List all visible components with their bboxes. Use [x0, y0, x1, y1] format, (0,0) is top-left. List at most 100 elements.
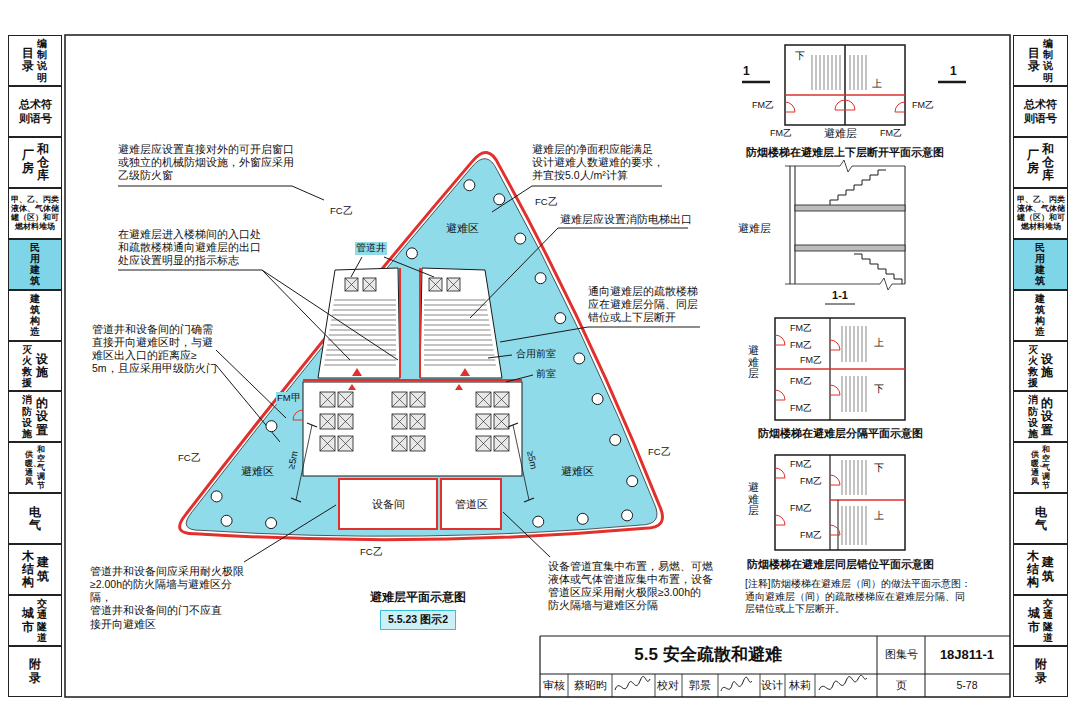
node-text: 目录: [1028, 47, 1040, 73]
fire-door: [775, 515, 785, 525]
column: [515, 233, 526, 244]
title-block-line: [682, 674, 683, 697]
node-text: 民用建筑: [1035, 242, 1045, 287]
chapter-tab: 消防设施的设置: [1013, 391, 1068, 442]
annotation: 避难层应设置直接对外的可开启窗口 或独立的机械防烟设施，外窗应采用 乙级防火窗: [118, 143, 296, 182]
chapter-tab: 甲、乙、丙类液体、气体储罐（区）和可燃材料堆场: [1013, 188, 1068, 239]
area-label: 避难层: [748, 345, 759, 380]
shaft-cross: [476, 436, 491, 451]
shaft-square: [392, 414, 407, 429]
door-label: FM乙: [912, 100, 934, 111]
node-text: 民用建筑: [30, 242, 40, 287]
room-box: 5.5.23 图示2: [380, 610, 456, 630]
door-label: FM乙: [790, 403, 812, 414]
chapter-tab: 灭火救援设施: [8, 341, 62, 392]
shaft-cross: [338, 414, 353, 429]
shaft-square: [494, 436, 509, 451]
stair-direction: 上: [872, 78, 882, 91]
leader-line: [351, 257, 362, 277]
shaft-cross: [363, 278, 376, 291]
fire-door: [835, 100, 845, 110]
chapter-tab: 电气: [1013, 493, 1068, 544]
chapter-tab: 民用建筑: [8, 239, 62, 290]
stair-tread: [812, 55, 813, 90]
node-text: 编制说明: [1043, 38, 1053, 83]
stair-plan: [775, 455, 905, 550]
title-block-line: [568, 674, 569, 697]
refuge-floor-plan: [180, 152, 663, 539]
stair-tread: [850, 55, 851, 90]
stair-tread: [832, 55, 833, 90]
wall: [844, 45, 846, 125]
stair-tread: [424, 345, 493, 346]
shaft-square: [410, 436, 425, 451]
node-text: 的设置: [36, 397, 48, 437]
caption: 防烟楼梯在避难层上下层断开平面示意图: [746, 146, 944, 159]
title-block-cell: 5-78: [956, 679, 977, 692]
leader-line: [492, 186, 662, 212]
stair-tread: [840, 55, 841, 90]
stair-tread: [866, 376, 867, 412]
caption: 避难层平面示意图: [370, 590, 466, 604]
stair-tread: [854, 506, 855, 545]
window-label: FC乙: [178, 452, 201, 464]
elevator-core: [303, 382, 522, 476]
dimension-tick: [291, 498, 301, 502]
stair-tread: [327, 345, 396, 346]
node-text: 供暖、通风: [25, 450, 33, 486]
chapter-tab: 厂房和仓库: [1013, 137, 1068, 188]
stair-tread: [858, 506, 859, 545]
title-block-cell: 郭景: [689, 679, 711, 692]
title-block-cell: 页: [896, 679, 907, 692]
node-text: 设施: [36, 353, 48, 379]
door-label: FM乙: [790, 503, 812, 514]
node-text: 和仓库: [37, 143, 49, 183]
stair-tread: [858, 376, 859, 412]
node-text: 消防设施: [1028, 394, 1038, 439]
shaft-cross: [338, 414, 353, 429]
floor-slab: [795, 205, 905, 211]
stair-tread: [324, 365, 396, 366]
column: [221, 515, 232, 526]
chapter-tab: 总术符 则语号: [8, 86, 62, 137]
area-label: 避难区: [445, 222, 480, 236]
title-block-cell: 校对: [657, 679, 679, 692]
shaft-label: 管道井: [355, 242, 387, 255]
shaft-cross: [338, 392, 353, 407]
stair-tread: [424, 350, 494, 351]
chapter-tab: 建筑构造: [8, 290, 62, 341]
title-block-cell: 图集号: [885, 648, 918, 662]
shaft-square: [494, 392, 509, 407]
node-text: 供暖、通风: [1031, 450, 1039, 486]
node-text: 建筑构造: [1035, 293, 1045, 338]
annotation: 管道井和设备间应采用耐火极限 ≥2.00h的防火隔墙与避难区分 隔，管道井和设备…: [90, 565, 242, 631]
node-text: 和空气调节: [1042, 445, 1050, 490]
exit-sign: [455, 384, 463, 390]
chapter-tab: 建筑构造: [1013, 290, 1068, 341]
stair-tread: [842, 460, 843, 495]
shaft-cross: [410, 436, 425, 451]
stair-tread: [850, 376, 851, 412]
frame: [65, 35, 1010, 697]
shaft-cross: [320, 414, 335, 429]
stair-plan: [785, 45, 905, 125]
section-mark-line: [938, 81, 966, 84]
section-mark: 1: [950, 64, 957, 79]
shaft-cross: [429, 278, 442, 291]
shaft-cross: [320, 436, 335, 451]
chapter-tab: 附录: [8, 646, 62, 697]
fire-door: [775, 468, 785, 478]
stair-tread: [866, 55, 867, 90]
node-text: 木结构: [1027, 550, 1039, 590]
column: [555, 313, 566, 324]
stair-tread: [333, 305, 396, 306]
leader-line: [503, 512, 550, 557]
stair-plan: [775, 318, 905, 420]
chapter-tab: 附录: [1013, 646, 1068, 697]
column: [574, 353, 585, 364]
leader-line: [244, 505, 336, 562]
stair-tread: [850, 326, 851, 362]
stair-tread: [862, 460, 863, 495]
chapter-tab: 消防设施的设置: [8, 391, 62, 442]
shaft-cross: [392, 392, 407, 407]
